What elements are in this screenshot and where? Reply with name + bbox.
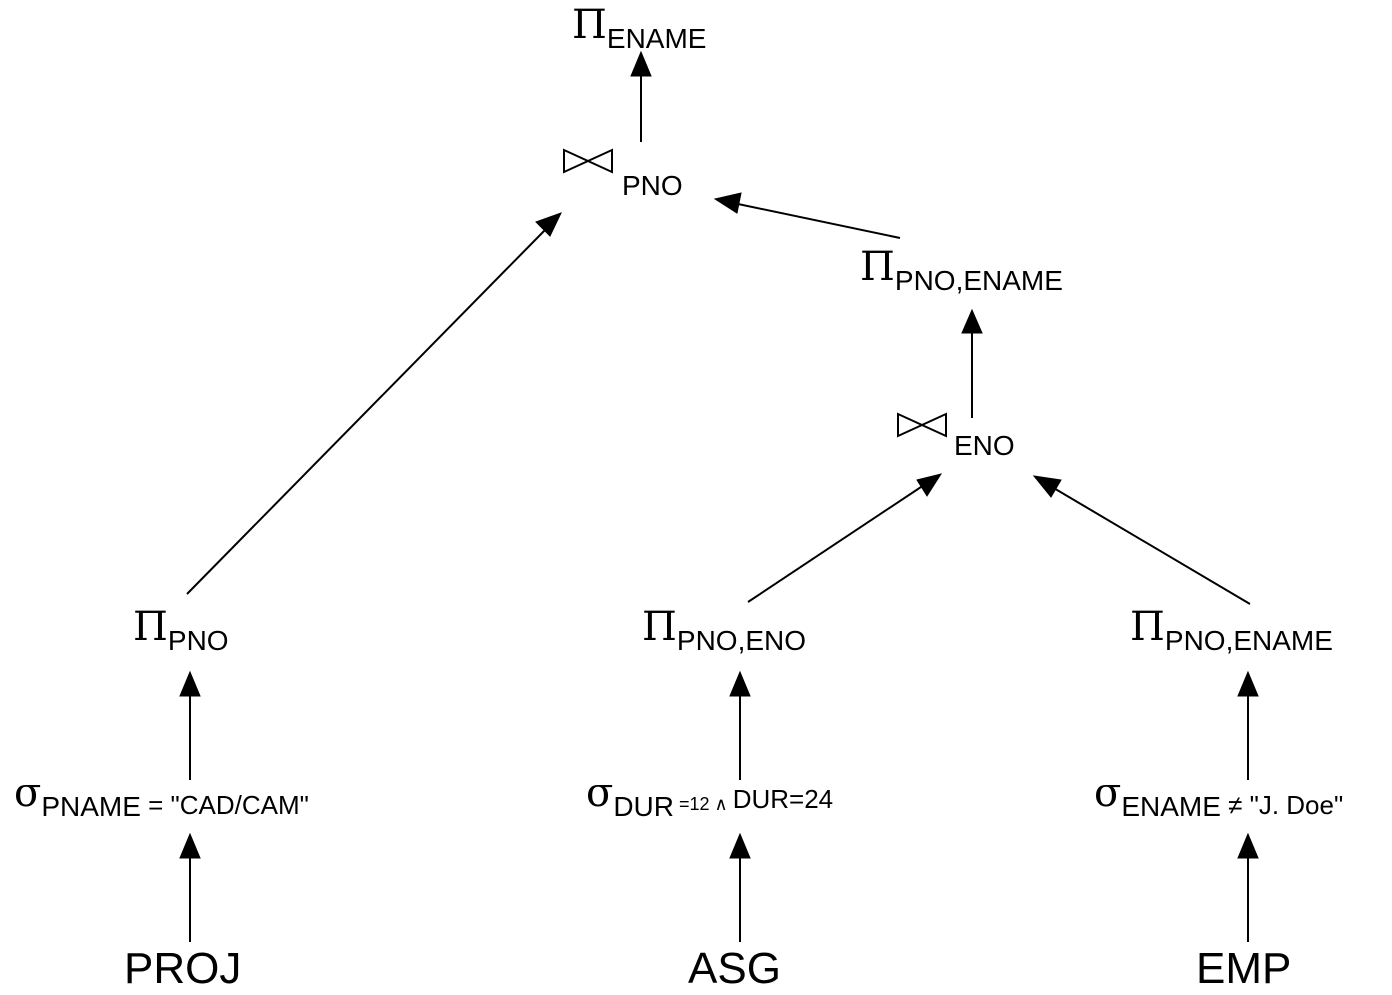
selection-predicate: = "CAD/CAM" [140, 790, 309, 820]
relation-proj: PROJ [124, 944, 242, 993]
selection-attribute: DUR [613, 791, 674, 822]
emp-selection-node: σENAME ≠ "J. Doe" [1094, 770, 1343, 822]
selection-symbol: σ [14, 770, 42, 816]
arrowhead [729, 832, 751, 859]
emp-projection-node: ΠPNO,ENAME [1130, 604, 1333, 656]
arrowhead [961, 308, 983, 334]
projection-attributes: PNO,ENAME [1164, 625, 1333, 656]
projection-symbol: Π [642, 604, 677, 650]
proj-selection-node: σPNAME = "CAD/CAM" [14, 770, 309, 822]
selection-symbol: σ [586, 770, 614, 816]
asg-projection-node: ΠPNO,ENO [642, 604, 806, 656]
right-upper-projection-node: ΠPNO,ENAME [860, 244, 1063, 296]
selection-operator: =12 ∧ [673, 794, 733, 814]
top-projection-node: ΠENAME [572, 2, 706, 54]
selection-attribute: PNAME [41, 791, 141, 822]
arrowhead [630, 50, 652, 77]
projection-symbol: Π [572, 2, 607, 48]
edge-emp-projection-to-right-join [1051, 486, 1251, 605]
right-join-attribute: ENO [954, 430, 1015, 461]
selection-predicate: ≠ "J. Doe" [1220, 790, 1344, 820]
selection-predicate: DUR=24 [732, 784, 834, 814]
relation-asg: ASG [688, 944, 781, 993]
edge-right-projection-to-join [737, 203, 901, 239]
selection-attribute: ENAME [1121, 791, 1221, 822]
edge-proj-projection-to-join [186, 229, 546, 595]
projection-symbol: Π [860, 244, 895, 290]
relation-emp: EMP [1196, 944, 1292, 993]
projection-attributes: PNO [167, 625, 229, 656]
asg-selection-node: σDUR =12 ∧ DUR=24 [586, 770, 834, 822]
arrowhead [1237, 832, 1259, 859]
projection-attributes: ENAME [606, 23, 707, 54]
selection-symbol: σ [1094, 770, 1122, 816]
projection-attributes: PNO,ENO [676, 625, 807, 656]
arrowhead [179, 832, 201, 859]
arrowhead [713, 192, 742, 214]
arrowhead [916, 473, 943, 497]
right-join-symbol [897, 412, 947, 438]
arrowhead [179, 670, 201, 697]
top-join-attribute: PNO [622, 170, 683, 201]
arrowhead [535, 212, 562, 237]
edge-asg-projection-to-right-join [747, 484, 925, 603]
projection-symbol: Π [1130, 604, 1165, 650]
top-join-symbol [563, 148, 613, 174]
arrowhead [729, 670, 751, 697]
arrowhead [1237, 670, 1259, 697]
projection-attributes: PNO,ENAME [894, 265, 1063, 296]
projection-symbol: Π [133, 604, 168, 650]
arrowhead [1032, 475, 1062, 498]
proj-projection-node: ΠPNO [133, 604, 229, 656]
